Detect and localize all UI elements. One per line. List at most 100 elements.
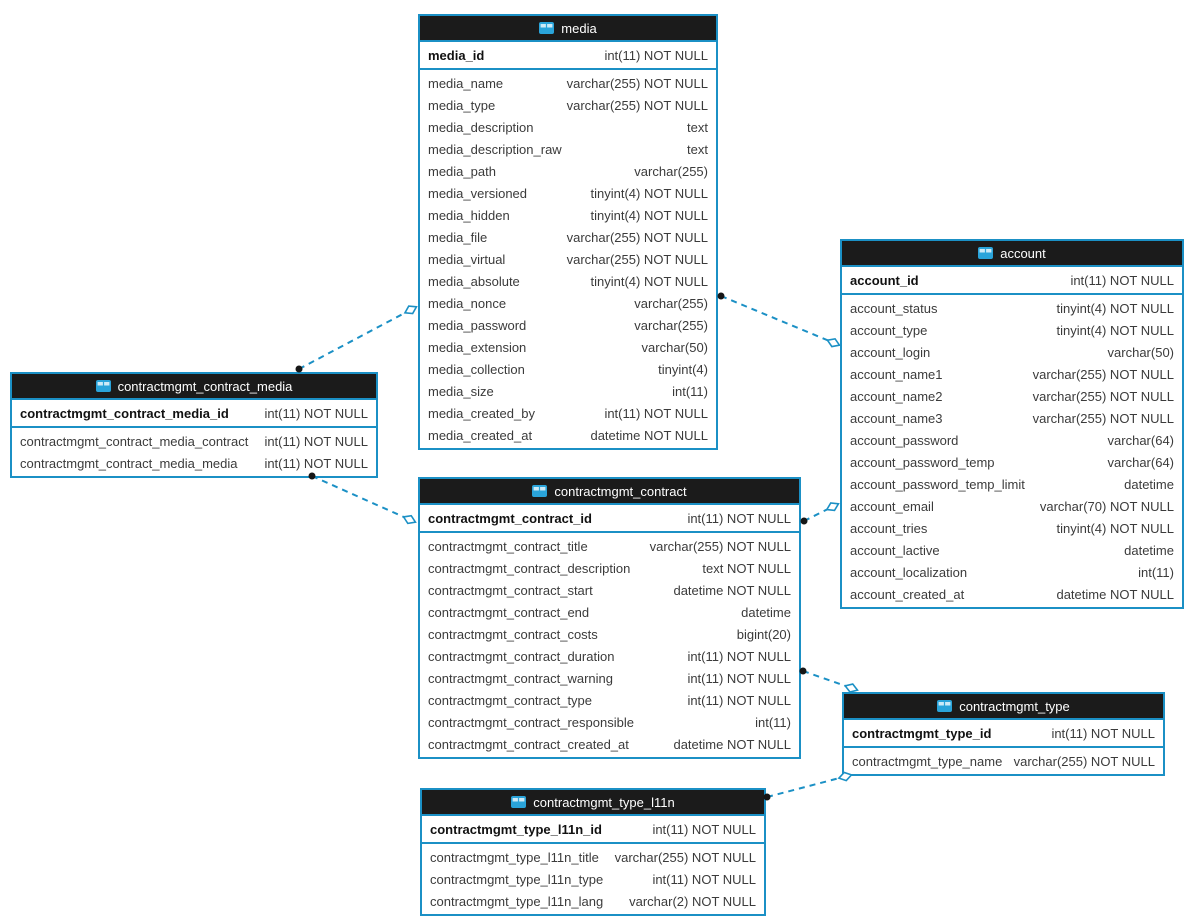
primary-key-section: account_id int(11) NOT NULL (842, 265, 1182, 295)
table-account[interactable]: account account_id int(11) NOT NULL acco… (840, 239, 1184, 609)
relationship-contract-to-account[interactable] (800, 500, 841, 525)
relationship-line[interactable] (802, 670, 858, 691)
relationship-line[interactable] (720, 295, 840, 346)
field-type: varchar(255) NOT NULL (1032, 410, 1174, 426)
table-contractmgmt_type[interactable]: contractmgmt_type contractmgmt_type_id i… (842, 692, 1165, 776)
field-name: media_virtual (428, 251, 506, 267)
primary-key-section: media_id int(11) NOT NULL (420, 40, 716, 70)
field-type: datetime NOT NULL (590, 427, 708, 443)
relationship-line[interactable] (766, 774, 852, 798)
table-fields: contractmgmt_type_name varchar(255) NOT N… (844, 748, 1163, 774)
field-name: media_path (428, 163, 496, 179)
field-name: media_description (428, 119, 534, 135)
field-name: contractmgmt_type_l11n_id (430, 821, 602, 837)
table-icon (532, 485, 548, 497)
field-type: varchar(255) NOT NULL (1013, 753, 1155, 769)
table-header[interactable]: contractmgmt_type (844, 694, 1163, 718)
table-header[interactable]: contractmgmt_contract_media (12, 374, 376, 398)
field-name: contractmgmt_contract_start (428, 582, 593, 598)
field-row[interactable]: contractmgmt_type_name varchar(255) NOT N… (844, 750, 1163, 772)
primary-key-row[interactable]: account_id int(11) NOT NULL (842, 269, 1182, 291)
field-name: contractmgmt_type_name (852, 753, 1003, 769)
primary-key-row[interactable]: contractmgmt_contract_media_id int(11) N… (12, 402, 376, 424)
relationship-diamond-end (403, 305, 418, 315)
field-name: contractmgmt_contract_id (428, 510, 592, 526)
relationship-line[interactable] (298, 306, 417, 370)
table-header[interactable]: contractmgmt_contract (420, 479, 799, 503)
table-header[interactable]: account (842, 241, 1182, 265)
primary-key-row[interactable]: contractmgmt_type_l11n_id int(11) NOT NU… (422, 818, 764, 840)
table-contractmgmt_contract[interactable]: contractmgmt_contract contractmgmt_contr… (418, 477, 801, 759)
table-media[interactable]: media media_id int(11) NOT NULL media_na… (418, 14, 718, 450)
relationship-line[interactable] (803, 503, 839, 522)
table-contractmgmt_type_l11n[interactable]: contractmgmt_type_l11n contractmgmt_type… (420, 788, 766, 916)
field-type: int(11) (755, 714, 791, 730)
relationship-contract_media-to-contract[interactable] (308, 472, 418, 527)
field-name: contractmgmt_contract_media_media (20, 455, 238, 471)
table-contractmgmt_contract_media[interactable]: contractmgmt_contract_media contractmgmt… (10, 372, 378, 478)
field-name: media_file (428, 229, 488, 245)
primary-key-row[interactable]: contractmgmt_type_id int(11) NOT NULL (844, 722, 1163, 744)
table-header[interactable]: media (420, 16, 716, 40)
field-type: datetime NOT NULL (673, 736, 791, 752)
table-title: contractmgmt_contract_media (117, 378, 293, 394)
field-name: media_hidden (428, 207, 510, 223)
field-type: int(11) NOT NULL (687, 692, 791, 708)
field-name: media_extension (428, 339, 527, 355)
relationship-contract-to-type[interactable] (799, 667, 859, 695)
relationship-line[interactable] (311, 475, 416, 523)
relationship-contract_media-to-media[interactable] (295, 303, 419, 373)
table-header[interactable]: contractmgmt_type_l11n (422, 790, 764, 814)
relationship-type_l11n-to-type[interactable] (763, 771, 853, 801)
primary-key-row[interactable]: media_id int(11) NOT NULL (420, 44, 716, 66)
primary-key-row[interactable]: contractmgmt_contract_id int(11) NOT NUL… (420, 507, 799, 529)
relationship-media-to-account[interactable] (717, 292, 842, 350)
